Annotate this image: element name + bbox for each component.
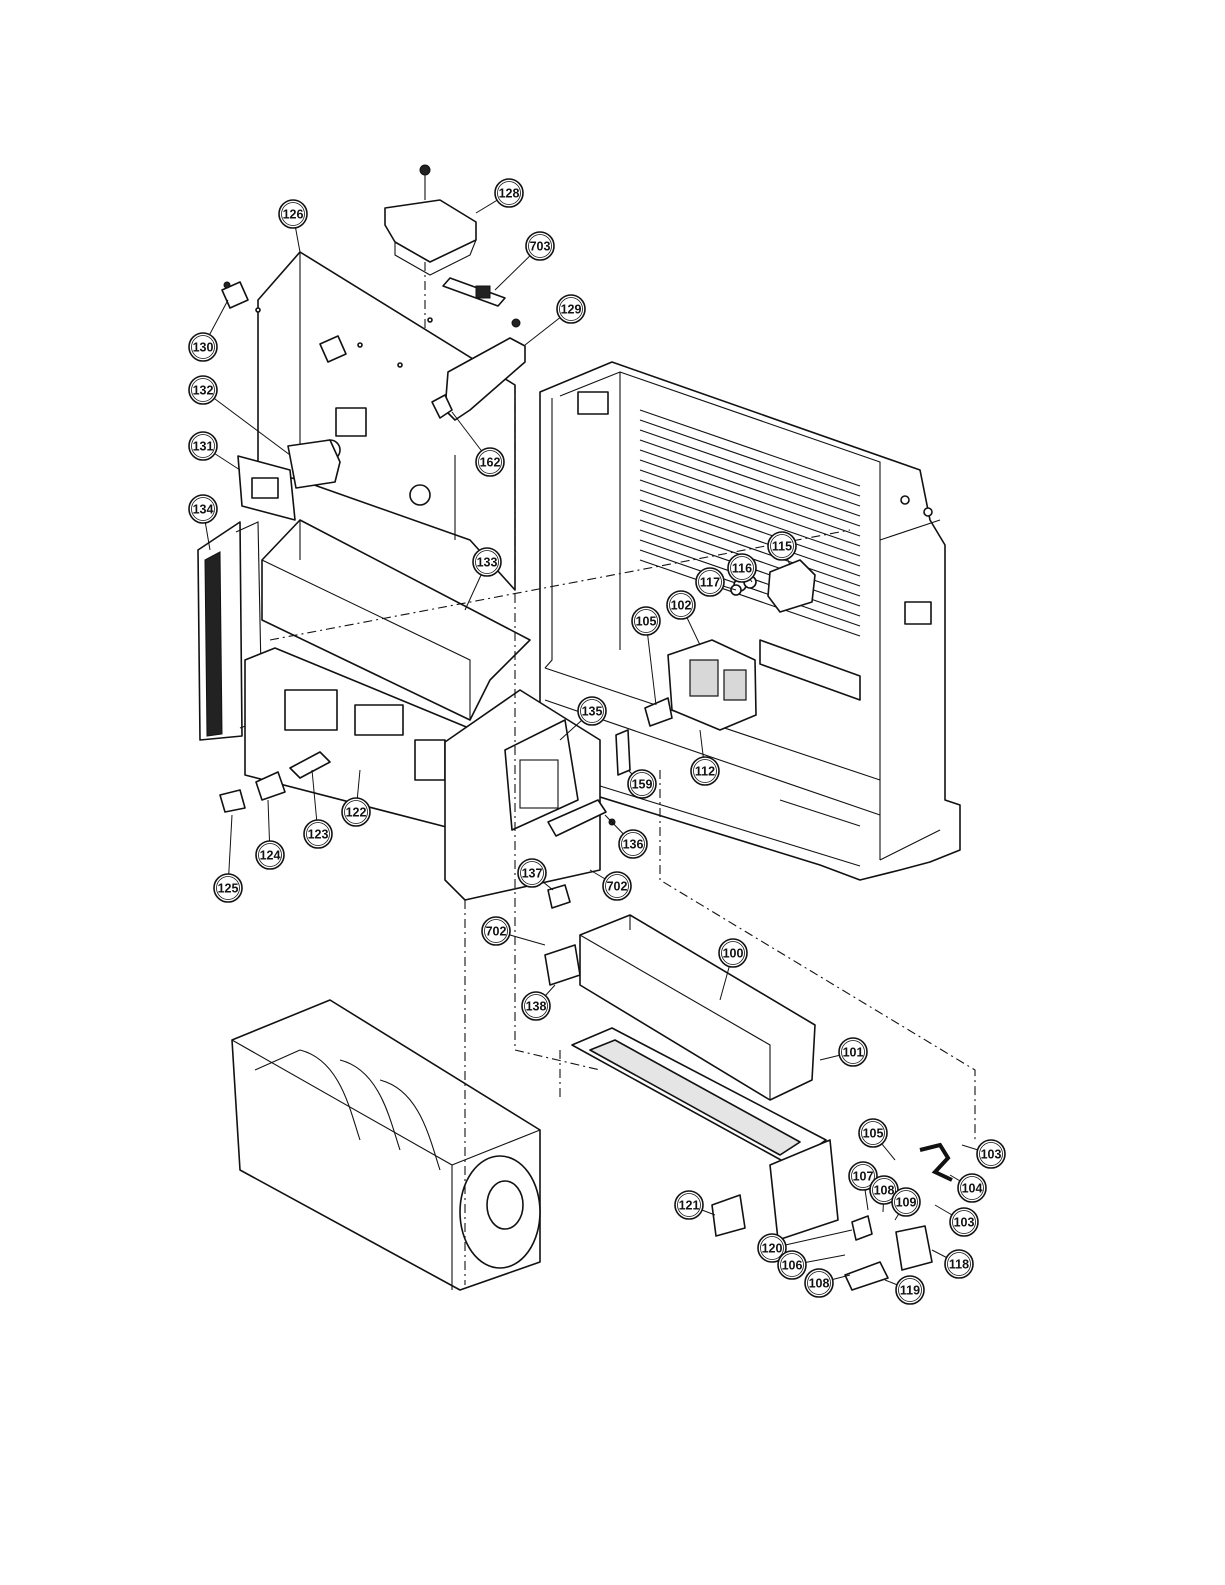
- callout-138: 138: [522, 985, 555, 1020]
- callout-number: 106: [782, 1259, 803, 1273]
- callout-number: 124: [260, 849, 281, 863]
- callout-number: 118: [949, 1258, 969, 1272]
- callout-116: 116: [728, 554, 756, 582]
- callout-number: 112: [695, 765, 715, 779]
- callout-703: 703: [495, 232, 554, 290]
- callout-number: 137: [522, 867, 543, 881]
- callout-105: 105: [859, 1119, 895, 1160]
- callout-702: 702: [482, 917, 545, 945]
- callout-number: 108: [809, 1277, 830, 1291]
- injector-118: [896, 1226, 932, 1270]
- callout-number: 119: [900, 1284, 920, 1298]
- callout-number: 136: [623, 838, 644, 852]
- callout-number: 109: [896, 1196, 917, 1210]
- bracket-138: [545, 945, 580, 985]
- bracket-120: [852, 1216, 872, 1240]
- callout-number: 100: [723, 947, 744, 961]
- callout-702: 702: [590, 870, 631, 900]
- callout-118: 118: [932, 1250, 973, 1278]
- callout-number: 115: [772, 540, 792, 554]
- part-159: [616, 730, 630, 775]
- blower-assembly: [232, 1000, 540, 1290]
- bracket-131-132: [238, 440, 340, 520]
- callout-number: 103: [981, 1148, 1002, 1162]
- callout-number: 128: [499, 187, 520, 201]
- callout-130: 130: [189, 300, 228, 361]
- callout-number: 134: [193, 503, 214, 517]
- sleeve-125: [220, 790, 245, 812]
- callout-number: 123: [308, 828, 329, 842]
- callout-133: 133: [465, 548, 501, 610]
- callout-121: 121: [675, 1191, 715, 1219]
- sensor-703: [443, 278, 505, 306]
- callout-number: 702: [486, 925, 507, 939]
- callout-number: 162: [480, 456, 501, 470]
- callout-103: 103: [962, 1140, 1005, 1168]
- callout-number: 101: [843, 1046, 864, 1060]
- callout-number: 116: [732, 562, 752, 576]
- callout-104: 104: [950, 1174, 986, 1202]
- callout-number: 129: [561, 303, 582, 317]
- callout-131: 131: [189, 432, 240, 470]
- callout-number: 703: [530, 240, 551, 254]
- bracket-121: [712, 1195, 745, 1236]
- callout-number: 105: [863, 1127, 884, 1141]
- callout-124: 124: [256, 800, 284, 869]
- callout-108: 108: [805, 1269, 850, 1297]
- cover-128: [385, 165, 476, 275]
- callout-number: 107: [853, 1170, 874, 1184]
- callout-109: 109: [892, 1188, 920, 1220]
- callout-number: 130: [193, 341, 214, 355]
- callout-120: 120: [758, 1230, 852, 1262]
- callout-number: 121: [679, 1199, 700, 1213]
- callout-101: 101: [820, 1038, 867, 1066]
- callout-number: 103: [954, 1216, 975, 1230]
- callout-128: 128: [476, 179, 523, 213]
- bracket-119: [845, 1262, 888, 1290]
- callout-119: 119: [885, 1276, 924, 1304]
- callout-number: 131: [193, 440, 214, 454]
- callout-number: 132: [193, 384, 214, 398]
- callout-number: 102: [671, 599, 692, 613]
- cabinet-housing: [540, 362, 960, 880]
- callout-number: 117: [700, 576, 720, 590]
- callout-number: 135: [582, 705, 603, 719]
- callout-number: 133: [477, 556, 498, 570]
- callout-159: 159: [628, 770, 656, 798]
- callout-125: 125: [214, 815, 242, 902]
- callout-number: 122: [346, 806, 367, 820]
- callout-number: 125: [218, 882, 239, 896]
- callout-number: 126: [283, 208, 304, 222]
- callout-number: 104: [962, 1182, 983, 1196]
- callout-136: 136: [605, 815, 647, 858]
- callout-number: 108: [874, 1184, 895, 1198]
- callout-number: 120: [762, 1242, 783, 1256]
- callout-103: 103: [935, 1205, 978, 1236]
- callout-number: 138: [526, 1000, 547, 1014]
- callout-126: 126: [279, 200, 307, 252]
- callout-number: 159: [632, 778, 653, 792]
- callout-number: 105: [636, 615, 657, 629]
- pipe-104: [920, 1145, 952, 1180]
- callout-number: 702: [607, 880, 628, 894]
- callout-129: 129: [525, 295, 585, 345]
